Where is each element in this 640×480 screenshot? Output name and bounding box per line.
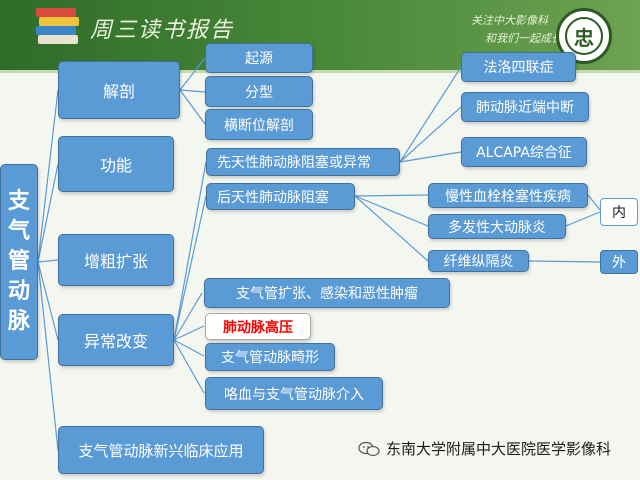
node-abnormal: 异常改变: [58, 314, 174, 366]
header-banner: 周三读书报告 关注中大影像科 和我们一起成长 忠: [0, 0, 640, 70]
node-cteph: 慢性血栓栓塞性疾病: [428, 183, 588, 208]
node-classification: 分型: [205, 76, 313, 107]
header-divider: [0, 70, 640, 73]
node-fibrosing-mediastinitis: 纤维纵隔炎: [428, 250, 529, 272]
footer-text: 东南大学附属中大医院医学影像科: [386, 440, 612, 458]
node-pulmonary-hypertension: 肺动脉高压: [205, 313, 311, 340]
node-cross-section-anatomy: 横断位解剖: [205, 109, 313, 140]
header-title: 周三读书报告: [90, 18, 235, 43]
footer-source: 东南大学附属中大医院医学影像科: [358, 438, 611, 459]
root-char-3: 管: [7, 249, 30, 274]
slogan-line-2: 和我们一起成长: [485, 32, 562, 45]
root-char-5: 脉: [7, 309, 30, 334]
node-hemoptysis-intervention: 咯血与支气管动脉介入: [205, 377, 383, 410]
tag-outer: 外: [600, 250, 638, 274]
logo-character: 忠: [574, 26, 594, 50]
node-function: 功能: [58, 136, 174, 192]
node-takayasu: 多发性大动脉炎: [428, 214, 566, 239]
node-bronchiectasis: 支气管扩张、感染和恶性肿瘤: [204, 278, 450, 308]
node-congenital: 先天性肺动脉阻塞或异常: [206, 148, 400, 176]
node-acquired: 后天性肺动脉阻塞: [206, 183, 355, 210]
root-char-4: 动: [7, 279, 30, 304]
node-malformation: 支气管动脉畸形: [205, 343, 335, 371]
node-tetralogy-of-fallot: 法洛四联症: [461, 52, 576, 82]
node-proximal-interruption: 肺动脉近端中断: [461, 92, 589, 122]
tag-inner: 内: [600, 198, 638, 226]
node-enlarged: 增粗扩张: [58, 234, 174, 286]
root-node-bronchial-artery: 支 气 管 动 脉: [0, 164, 38, 360]
root-char-2: 气: [7, 219, 30, 244]
books-icon: [36, 8, 79, 44]
node-alcapa: ALCAPA综合征: [461, 137, 587, 167]
node-clinical-application: 支气管动脉新兴临床应用: [58, 426, 264, 474]
node-origin: 起源: [205, 43, 313, 73]
hospital-logo: 忠: [556, 8, 612, 64]
node-anatomy: 解剖: [58, 61, 180, 119]
wechat-icon: [358, 441, 380, 456]
slogan-line-1: 关注中大影像科: [471, 14, 548, 27]
root-char-1: 支: [7, 189, 30, 214]
